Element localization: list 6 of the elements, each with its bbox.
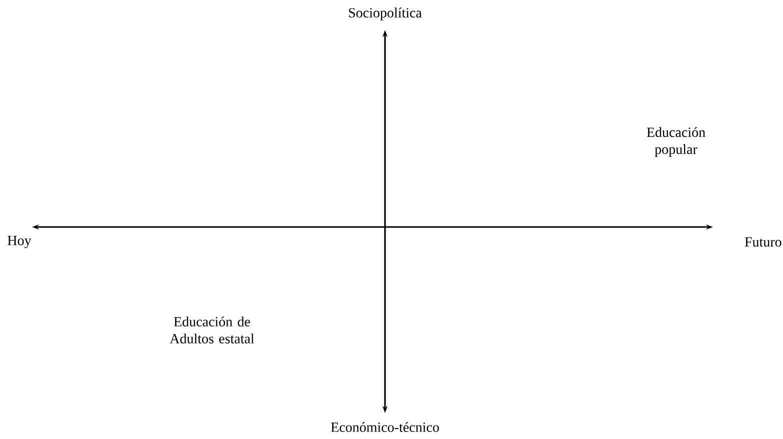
axis-label: Hoy [8, 236, 32, 248]
axis-label: Futuro [744, 237, 782, 247]
axis-label: Sociopolítica [349, 8, 422, 20]
axis-label: Educación popular [646, 127, 706, 157]
axis-label: Económico-técnico [331, 422, 439, 432]
axis-label: Educación de Adultos estatal [170, 316, 254, 344]
